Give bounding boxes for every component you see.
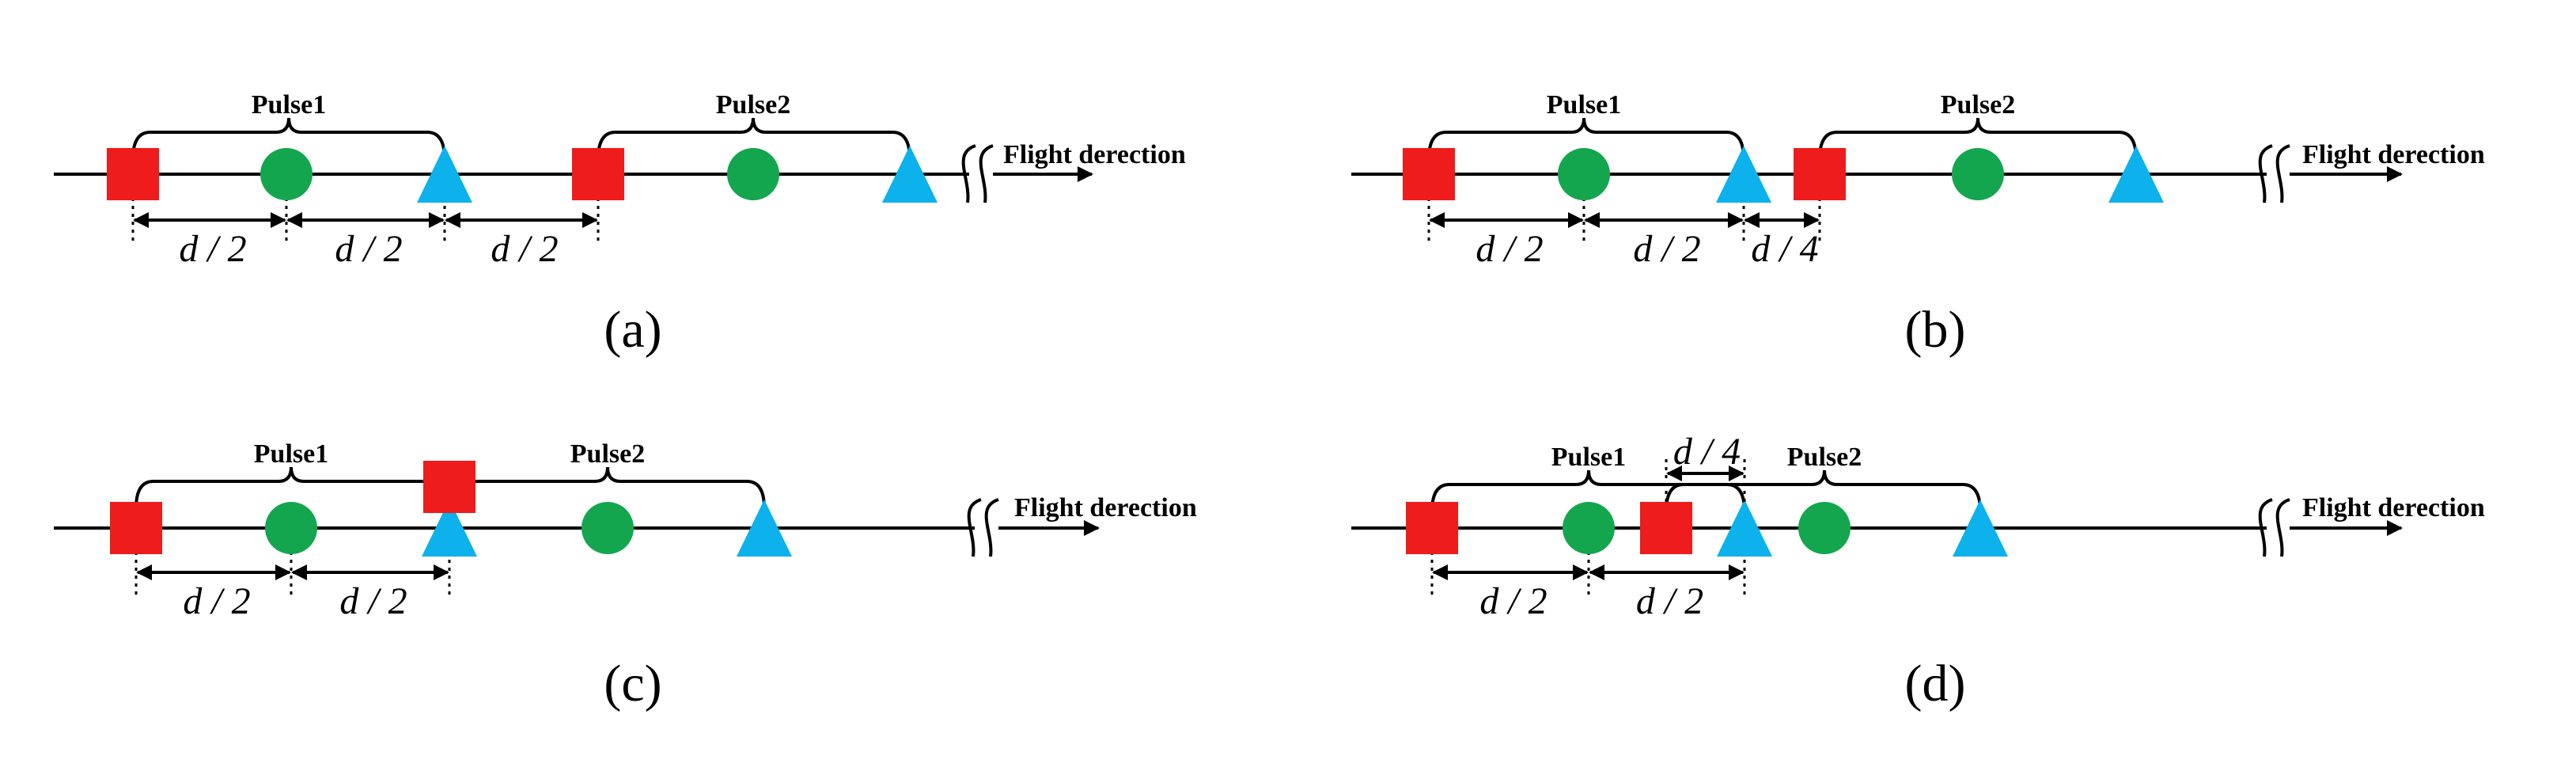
- triangle-marker-icon: [422, 500, 477, 557]
- spacing-label: d / 2: [1636, 580, 1703, 622]
- flight-direction-label: Flight derection: [2302, 493, 2485, 522]
- pulse-1-label: Pulse1: [1547, 90, 1621, 120]
- panel-caption: (c): [604, 655, 661, 712]
- pulse-2-label: Pulse2: [1787, 443, 1862, 472]
- pulse-2-label: Pulse2: [570, 439, 645, 469]
- break-stroke: [967, 498, 982, 557]
- pulse-2-label: Pulse2: [1941, 90, 2015, 120]
- triangle-marker-icon: [882, 146, 938, 203]
- circle-marker-icon: [265, 502, 317, 554]
- pulse-brace: [597, 117, 911, 160]
- triangle-marker-icon: [1717, 500, 1772, 557]
- pulse-brace: [1665, 469, 1982, 512]
- spacing-label: d / 2: [1479, 580, 1547, 622]
- panel-b: Flight derection Pulse1 Pulse2 d / 2 d / 2 d …: [1351, 90, 2485, 359]
- pulse-2-label: Pulse2: [716, 90, 790, 120]
- square-marker-icon: [1640, 502, 1692, 554]
- panel-a: Flight derection Pulse1 Pulse2 d / 2 d / 2 d …: [54, 90, 1186, 359]
- break-mark-icon: [967, 498, 999, 557]
- spacing-label: d / 2: [491, 228, 558, 270]
- panel-caption: (a): [604, 301, 661, 359]
- spacing-label: d / 2: [179, 228, 246, 270]
- pulse-1-label: Pulse1: [1551, 443, 1626, 472]
- panel-c: Flight derection Pulse1 Pulse2 d / 2 d / 2 (c…: [54, 439, 1197, 712]
- break-stroke: [2275, 144, 2290, 203]
- spacing-label: d / 2: [1633, 228, 1700, 270]
- pulse-brace: [1430, 469, 1746, 512]
- spacing-label: d / 2: [1476, 228, 1543, 270]
- spacing-label: d / 4: [1751, 228, 1818, 270]
- square-marker-icon: [1403, 148, 1455, 200]
- square-marker-icon: [1406, 502, 1458, 554]
- panel-d: Flight derection Pulse1 Pulse2 d / 2 d / 2 d …: [1351, 431, 2485, 712]
- flight-direction-label: Flight derection: [1003, 140, 1186, 169]
- pulse-brace: [131, 117, 446, 160]
- triangle-marker-icon: [1716, 146, 1771, 203]
- square-marker-icon: [572, 148, 624, 200]
- triangle-marker-icon: [737, 500, 792, 557]
- triangle-marker-icon: [417, 146, 472, 203]
- pulse-1-label: Pulse1: [254, 439, 328, 469]
- triangle-marker-icon: [2108, 146, 2164, 203]
- break-stroke: [984, 498, 999, 557]
- circle-marker-icon: [1563, 502, 1615, 554]
- square-marker-icon: [110, 502, 162, 554]
- break-stroke: [2275, 498, 2290, 557]
- break-stroke: [2258, 144, 2273, 203]
- break-stroke: [2258, 498, 2273, 557]
- break-mark-icon: [2258, 144, 2290, 203]
- pulse-brace: [1818, 117, 2138, 160]
- circle-marker-icon: [727, 148, 779, 200]
- spacing-label: d / 2: [183, 580, 250, 622]
- pulse-brace: [1427, 117, 1745, 160]
- break-stroke: [961, 144, 976, 203]
- circle-marker-icon: [1558, 148, 1610, 200]
- circle-marker-icon: [260, 148, 313, 200]
- pulse-1-label: Pulse1: [252, 90, 326, 120]
- break-mark-icon: [2258, 498, 2290, 557]
- panel-caption: (d): [1905, 655, 1966, 712]
- square-marker-icon: [1794, 148, 1846, 200]
- spacing-label: d / 2: [335, 228, 402, 270]
- flight-direction-label: Flight derection: [2302, 140, 2485, 169]
- spacing-label: d / 2: [339, 580, 407, 622]
- square-marker-icon: [423, 461, 475, 513]
- flight-direction-label: Flight derection: [1014, 493, 1197, 522]
- circle-marker-icon: [1952, 148, 2004, 200]
- triangle-marker-icon: [1953, 500, 2008, 557]
- circle-marker-icon: [1798, 502, 1851, 554]
- break-stroke: [979, 144, 994, 203]
- break-mark-icon: [961, 144, 994, 203]
- panel-caption: (b): [1905, 301, 1966, 359]
- circle-marker-icon: [581, 502, 634, 554]
- square-marker-icon: [107, 148, 159, 200]
- offset-label: d / 4: [1673, 431, 1741, 473]
